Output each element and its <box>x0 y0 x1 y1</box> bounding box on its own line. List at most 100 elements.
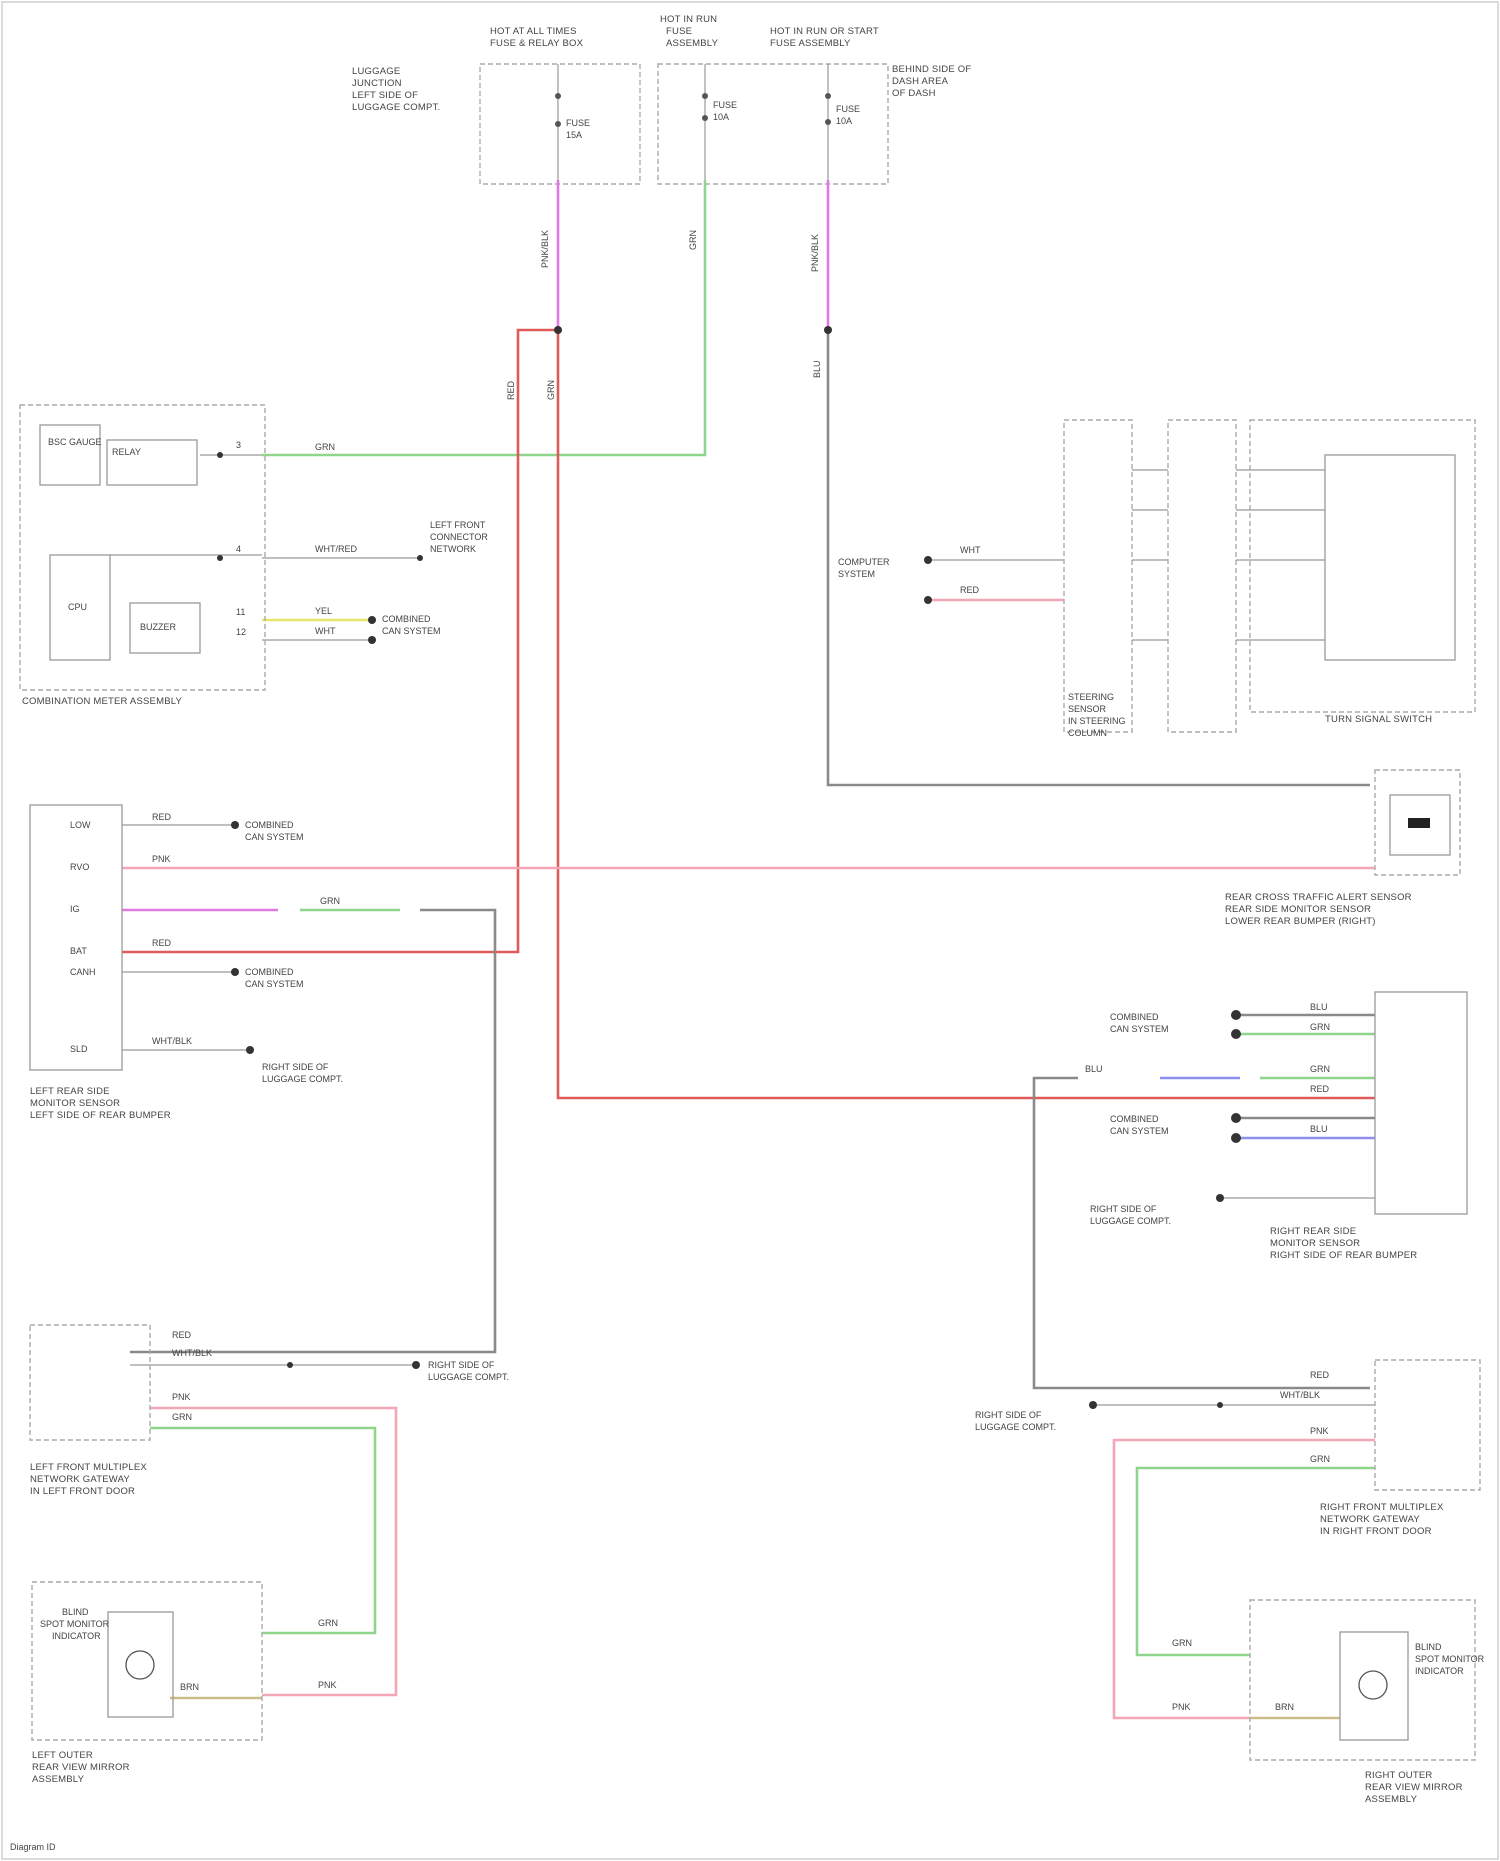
svg-text:CANH: CANH <box>70 967 96 977</box>
svg-text:WHT/BLK: WHT/BLK <box>172 1348 212 1358</box>
svg-text:RED: RED <box>1310 1084 1330 1094</box>
svg-text:BLU: BLU <box>812 360 822 378</box>
svg-text:BLU: BLU <box>1310 1124 1328 1134</box>
svg-text:RELAY: RELAY <box>112 447 141 457</box>
svg-text:ASSEMBLY: ASSEMBLY <box>1365 1794 1418 1805</box>
rear-cross-traffic-sensor: REAR CROSS TRAFFIC ALERT SENSOR REAR SID… <box>1225 770 1460 927</box>
svg-text:RED: RED <box>172 1330 192 1340</box>
svg-text:COMPUTER: COMPUTER <box>838 557 890 567</box>
svg-text:COMBINED: COMBINED <box>1110 1114 1159 1124</box>
svg-text:FUSE: FUSE <box>666 26 692 37</box>
svg-text:HOT IN RUN: HOT IN RUN <box>660 14 717 25</box>
svg-text:WHT: WHT <box>315 626 336 636</box>
svg-text:LUGGAGE COMPT.: LUGGAGE COMPT. <box>352 102 440 113</box>
wire-ig-gray <box>130 910 495 1352</box>
svg-text:BUZZER: BUZZER <box>140 622 177 632</box>
svg-text:RIGHT SIDE OF: RIGHT SIDE OF <box>975 1410 1042 1420</box>
svg-text:WHT/BLK: WHT/BLK <box>152 1036 192 1046</box>
wire-right-green-low <box>1137 1468 1375 1655</box>
svg-text:GRN: GRN <box>318 1618 338 1628</box>
svg-text:ASSEMBLY: ASSEMBLY <box>666 38 719 49</box>
svg-text:IN LEFT FRONT DOOR: IN LEFT FRONT DOOR <box>30 1486 135 1497</box>
svg-text:SPOT MONITOR: SPOT MONITOR <box>40 1619 110 1629</box>
svg-text:BLIND: BLIND <box>1415 1642 1442 1652</box>
svg-text:GRN: GRN <box>1310 1064 1330 1074</box>
svg-text:15A: 15A <box>566 130 582 140</box>
svg-text:REAR CROSS TRAFFIC ALERT SENSO: REAR CROSS TRAFFIC ALERT SENSOR <box>1225 892 1412 903</box>
svg-text:STEERING: STEERING <box>1068 692 1114 702</box>
svg-text:COMBINED: COMBINED <box>382 614 431 624</box>
svg-text:CAN SYSTEM: CAN SYSTEM <box>245 832 304 842</box>
svg-text:REAR VIEW MIRROR: REAR VIEW MIRROR <box>32 1762 130 1773</box>
svg-text:INDICATOR: INDICATOR <box>1415 1666 1464 1676</box>
svg-text:CPU: CPU <box>68 602 87 612</box>
svg-text:BAT: BAT <box>70 946 87 956</box>
svg-text:RED: RED <box>152 938 172 948</box>
svg-text:COMBINATION METER ASSEMBLY: COMBINATION METER ASSEMBLY <box>22 696 183 707</box>
svg-text:10A: 10A <box>836 116 852 126</box>
svg-text:BLU: BLU <box>1085 1064 1103 1074</box>
svg-text:LEFT OUTER: LEFT OUTER <box>32 1750 93 1761</box>
svg-text:SYSTEM: SYSTEM <box>838 569 875 579</box>
svg-text:OF DASH: OF DASH <box>892 88 936 99</box>
right-rear-side-monitor-sensor: RIGHT REAR SIDE MONITOR SENSOR RIGHT SID… <box>1270 992 1467 1261</box>
svg-text:RIGHT FRONT MULTIPLEX: RIGHT FRONT MULTIPLEX <box>1320 1502 1444 1513</box>
right-front-multiplex-gateway: RIGHT FRONT MULTIPLEX NETWORK GATEWAY IN… <box>1320 1360 1480 1537</box>
svg-text:MONITOR SENSOR: MONITOR SENSOR <box>1270 1238 1360 1249</box>
svg-text:BRN: BRN <box>1275 1702 1294 1712</box>
svg-text:RVO: RVO <box>70 862 89 872</box>
svg-text:TURN SIGNAL SWITCH: TURN SIGNAL SWITCH <box>1325 714 1432 725</box>
svg-text:PNK/BLK: PNK/BLK <box>540 230 550 268</box>
svg-text:REAR VIEW MIRROR: REAR VIEW MIRROR <box>1365 1782 1463 1793</box>
wire-right-pink <box>1114 1440 1375 1718</box>
svg-text:REAR SIDE MONITOR SENSOR: REAR SIDE MONITOR SENSOR <box>1225 904 1371 915</box>
svg-text:LEFT FRONT MULTIPLEX: LEFT FRONT MULTIPLEX <box>30 1462 147 1473</box>
svg-text:LUGGAGE COMPT.: LUGGAGE COMPT. <box>1090 1216 1171 1226</box>
svg-text:LOW: LOW <box>70 820 91 830</box>
top-fuse-box-3: HOT IN RUN OR START FUSE ASSEMBLY BEHIND… <box>770 26 971 180</box>
svg-text:BLU: BLU <box>1310 1002 1328 1012</box>
svg-text:BEHIND SIDE OF: BEHIND SIDE OF <box>892 64 971 75</box>
svg-text:ASSEMBLY: ASSEMBLY <box>32 1774 85 1785</box>
svg-text:CAN SYSTEM: CAN SYSTEM <box>1110 1126 1169 1136</box>
svg-text:LUGGAGE COMPT.: LUGGAGE COMPT. <box>262 1074 343 1084</box>
left-rear-side-monitor-sensor: LOW RVO IG BAT CANH SLD LEFT REAR SIDE M… <box>30 805 171 1121</box>
svg-text:COMBINED: COMBINED <box>245 820 294 830</box>
svg-text:GRN: GRN <box>1310 1454 1330 1464</box>
svg-text:RIGHT SIDE OF: RIGHT SIDE OF <box>262 1062 329 1072</box>
svg-text:RED: RED <box>152 812 172 822</box>
svg-text:PNK: PNK <box>1310 1426 1329 1436</box>
svg-text:3: 3 <box>236 440 241 450</box>
svg-text:BLIND: BLIND <box>62 1607 89 1617</box>
svg-text:NETWORK: NETWORK <box>430 544 476 554</box>
top-fuse-box-1: HOT AT ALL TIMES FUSE & RELAY BOX LUGGAG… <box>352 26 640 184</box>
svg-text:INDICATOR: INDICATOR <box>52 1631 101 1641</box>
svg-text:PNK: PNK <box>172 1392 191 1402</box>
svg-text:COMBINED: COMBINED <box>1110 1012 1159 1022</box>
splice-left <box>554 326 562 334</box>
steering-sensor: STEERING SENSOR IN STEERING COLUMN TURN … <box>1064 420 1475 738</box>
svg-text:LOWER REAR BUMPER (RIGHT): LOWER REAR BUMPER (RIGHT) <box>1225 916 1376 927</box>
svg-text:GRN: GRN <box>320 896 340 906</box>
svg-text:SPOT MONITOR: SPOT MONITOR <box>1415 1654 1485 1664</box>
svg-text:RIGHT SIDE OF: RIGHT SIDE OF <box>428 1360 495 1370</box>
left-outer-mirror-assembly: BLIND SPOT MONITOR INDICATOR LEFT OUTER … <box>32 1582 262 1785</box>
svg-text:COLUMN: COLUMN <box>1068 728 1107 738</box>
svg-text:RED: RED <box>1310 1370 1330 1380</box>
svg-text:IN RIGHT FRONT DOOR: IN RIGHT FRONT DOOR <box>1320 1526 1432 1537</box>
svg-text:HOT IN RUN OR START: HOT IN RUN OR START <box>770 26 879 37</box>
svg-text:FUSE: FUSE <box>566 118 590 128</box>
svg-text:SENSOR: SENSOR <box>1068 704 1107 714</box>
svg-text:LUGGAGE COMPT.: LUGGAGE COMPT. <box>428 1372 509 1382</box>
svg-text:RIGHT OUTER: RIGHT OUTER <box>1365 1770 1432 1781</box>
svg-text:IN STEERING: IN STEERING <box>1068 716 1126 726</box>
svg-text:10A: 10A <box>713 112 729 122</box>
wire-left-pink <box>150 1408 396 1695</box>
combination-meter-assembly: BSC GAUGE CPU RELAY BUZZER 3 4 11 12 COM… <box>20 405 265 707</box>
svg-text:CAN SYSTEM: CAN SYSTEM <box>1110 1024 1169 1034</box>
svg-text:JUNCTION: JUNCTION <box>352 78 402 89</box>
svg-text:RIGHT REAR SIDE: RIGHT REAR SIDE <box>1270 1226 1356 1237</box>
svg-text:LEFT FRONT: LEFT FRONT <box>430 520 486 530</box>
svg-text:RIGHT SIDE OF: RIGHT SIDE OF <box>1090 1204 1157 1214</box>
